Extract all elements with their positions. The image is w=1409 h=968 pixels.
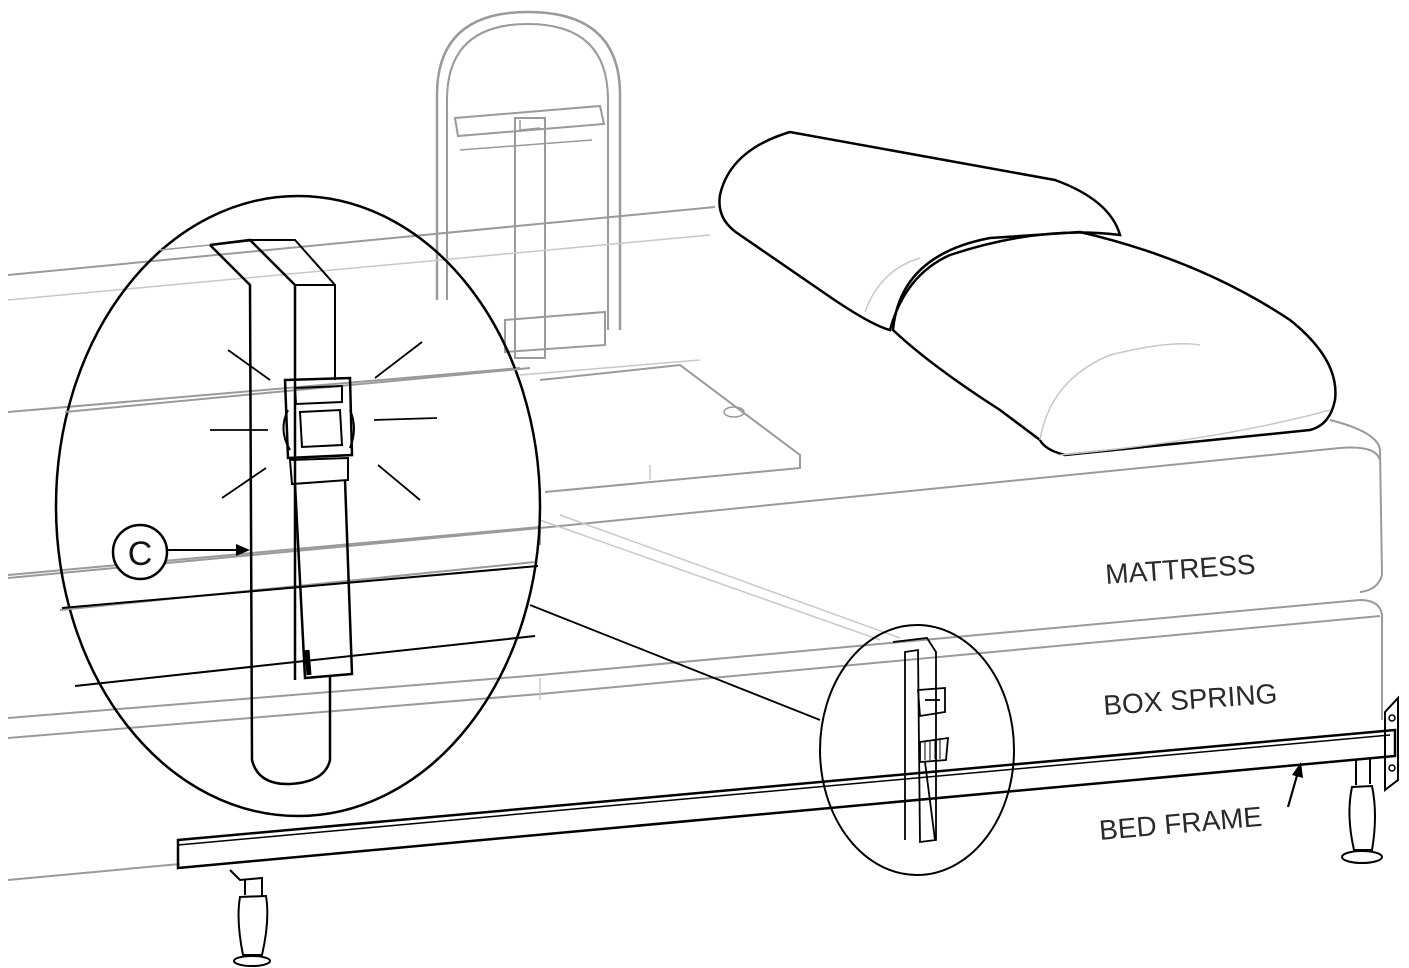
box-spring-label: BOX SPRING bbox=[1102, 678, 1278, 721]
callout-c-letter: C bbox=[128, 535, 153, 573]
callout-c: C bbox=[111, 523, 250, 581]
callout-c-arrowhead bbox=[236, 544, 250, 556]
bed-frame bbox=[176, 695, 1399, 870]
bed-leg-right bbox=[1341, 758, 1383, 864]
callout-c-circle bbox=[111, 523, 169, 581]
bed-frame-label: BED FRAME bbox=[1098, 801, 1263, 846]
detail-connector-line bbox=[529, 604, 821, 721]
bed-leg-left bbox=[229, 869, 271, 967]
bed-frame-arrow bbox=[1286, 762, 1303, 808]
strap-detail-small bbox=[819, 624, 1015, 876]
bed-rail-handle bbox=[435, 10, 622, 359]
box-spring bbox=[7, 598, 1383, 881]
strap-detail-magnified bbox=[54, 194, 542, 818]
pillow-back bbox=[718, 130, 1122, 332]
mattress-label: MATTRESS bbox=[1104, 549, 1256, 590]
pillow-front bbox=[891, 230, 1337, 457]
